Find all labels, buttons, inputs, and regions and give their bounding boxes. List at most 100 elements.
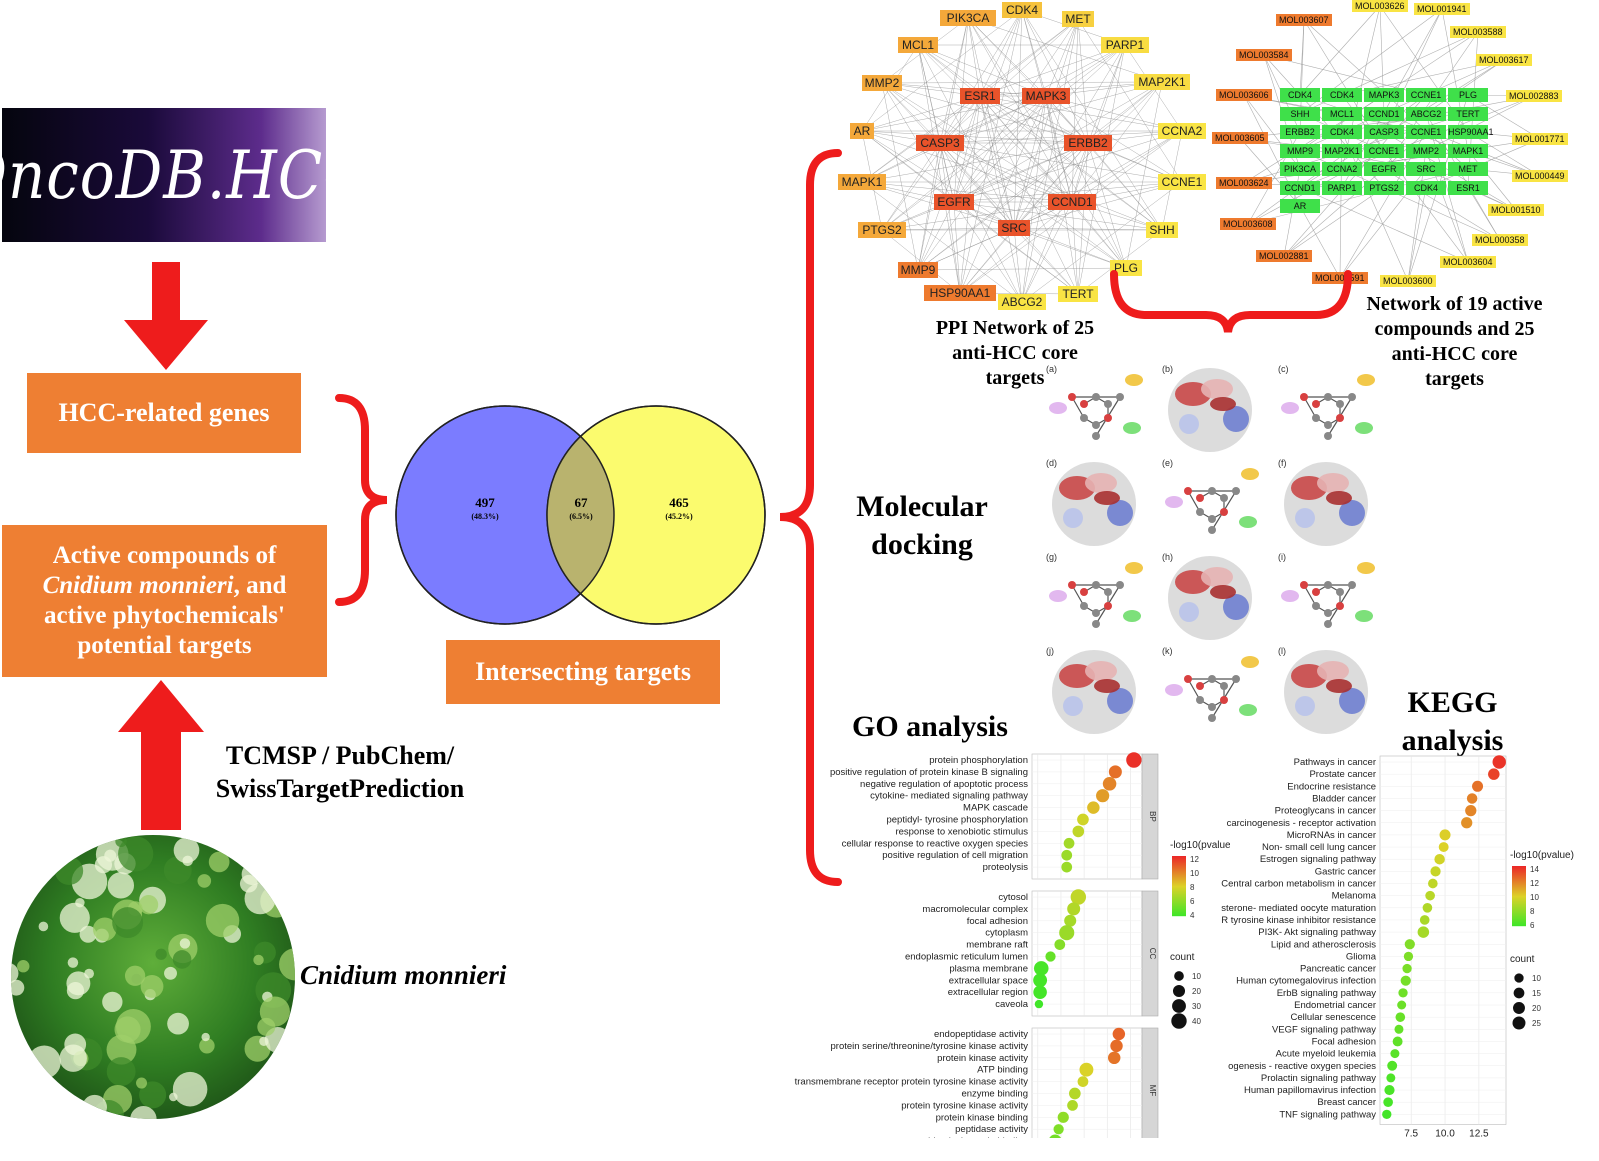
molecule-node-mol001771: MOL001771 <box>1512 133 1568 145</box>
molecule-node-mol003607: MOL003607 <box>1276 14 1332 26</box>
target-node-mapk1: MAPK1 <box>1448 143 1488 158</box>
go-term-label: ATP binding <box>977 1065 1028 1076</box>
ppi-edge <box>967 17 1089 144</box>
kegg-point <box>1492 755 1506 769</box>
go-point <box>1069 1087 1081 1100</box>
ppi-edge <box>939 130 1183 144</box>
kegg-point <box>1428 878 1438 889</box>
ppi-node-ccnd1: CCND1 <box>1048 194 1096 210</box>
go-facet-strip <box>1141 890 1159 1017</box>
kegg-term-label: Central carbon metabolism in cancer <box>1221 879 1376 890</box>
ppi-edge <box>1013 18 1079 229</box>
protein-surface <box>1168 556 1252 640</box>
target-node-cdk4: CDK4 <box>1322 125 1362 139</box>
logo-text: OncoDB.HCC <box>0 135 369 215</box>
plant-image <box>11 835 295 1119</box>
ppi-edge <box>953 142 1089 203</box>
ppi-edge <box>1045 44 1126 97</box>
target-node-met: MET <box>1448 162 1488 176</box>
ppi-edge <box>967 17 1047 97</box>
docking-panel-label: (a) <box>1046 364 1057 374</box>
ppi-edge <box>967 17 1073 203</box>
kegg-point <box>1404 939 1415 950</box>
target-node-mmp9: MMP9 <box>1280 143 1320 158</box>
venn-left-count: 497 <box>475 495 495 510</box>
ppi-edge <box>1071 44 1126 203</box>
plant-flower <box>259 852 279 873</box>
kegg-point <box>1392 1036 1403 1047</box>
target-node-ccna2: CCNA2 <box>1322 162 1362 176</box>
ppi-edge <box>967 17 981 97</box>
ppi-edge <box>917 81 1163 271</box>
plant-flower <box>106 1057 136 1086</box>
ppi-edge <box>917 44 1047 97</box>
kegg-term-label: Prostate cancer <box>1309 769 1376 780</box>
go-legend-tick: 8 <box>1190 883 1195 892</box>
ppi-edge <box>953 95 1047 203</box>
docking-title-line1: Molecular <box>856 490 988 523</box>
go-term-label: extracellular space <box>949 975 1028 986</box>
kegg-count-tick: 20 <box>1532 1004 1541 1013</box>
compound-edge <box>1339 113 1343 279</box>
compound-edge <box>1299 5 1381 96</box>
ppi-node-erbb2: ERBB2 <box>1064 135 1112 151</box>
go-term-label: membrane raft <box>966 940 1028 951</box>
molecule-node-mol002883: MOL002883 <box>1506 90 1562 102</box>
ppi-edge <box>953 201 1023 303</box>
target-node-pik3ca: PIK3CA <box>1280 162 1320 176</box>
molecule-node-mol003584: MOL003584 <box>1236 49 1292 61</box>
ppi-edge <box>979 95 1073 203</box>
ppi-edge <box>959 130 1183 294</box>
compound-edge <box>1239 137 1301 207</box>
kegg-count-swatch <box>1512 1016 1526 1030</box>
ppi-edge <box>1045 95 1163 231</box>
go-term-label: MAPK cascade <box>963 803 1028 814</box>
ppi-edge <box>1021 9 1163 231</box>
molecule-node-mol003626: MOL003626 <box>1352 0 1408 12</box>
ppi-edge <box>1013 227 1079 295</box>
plant-flower <box>115 1009 151 1044</box>
go-point <box>1067 1100 1078 1111</box>
plant-flower <box>82 1094 107 1119</box>
ppi-edge <box>881 95 981 231</box>
kegg-term-label: Non- small cell lung cancer <box>1262 842 1376 853</box>
ppi-edge <box>881 201 1073 231</box>
database-line1: TCMSP / PubChem/ <box>225 741 455 770</box>
ppi-edge <box>917 44 1163 231</box>
ppi-edge <box>1045 18 1079 97</box>
go-point <box>1102 777 1117 791</box>
plant-flower <box>94 856 113 874</box>
target-node-shh: SHH <box>1280 106 1320 121</box>
ppi-edge <box>861 181 1073 203</box>
ppi-edge <box>1021 181 1183 303</box>
kegg-count-tick: 10 <box>1532 974 1541 983</box>
plant-flower <box>59 1044 87 1072</box>
go-term-label: enzyme binding <box>961 1089 1028 1100</box>
kegg-point <box>1386 1073 1396 1083</box>
docking-panel-label: (c) <box>1278 364 1289 374</box>
go-facet-strip <box>1141 753 1159 880</box>
database-line2: SwissTargetPrediction <box>215 773 465 803</box>
kegg-legend-tick: 12 <box>1530 879 1539 888</box>
go-term-label: transmembrane receptor protein tyrosine … <box>795 1077 1029 1088</box>
target-node-ccnd1: CCND1 <box>1280 180 1320 195</box>
ppi-edge <box>917 201 955 271</box>
ppi-edge <box>1013 95 1047 229</box>
ligand-2d <box>1165 656 1259 722</box>
ppi-edge <box>959 227 1015 294</box>
kegg-term-label: Proteoglycans in cancer <box>1275 806 1376 817</box>
plant-label: Cnidium monnieri <box>300 960 507 990</box>
venn-middle-count: 67 <box>575 495 589 510</box>
go-point <box>1079 1062 1094 1077</box>
ppi-edge <box>1087 142 1163 231</box>
ppi-edge <box>1071 201 1127 269</box>
docking-grid: (a)(b)(c)(d)(e)(f)(g)(h)(i)(j)(k)(l) <box>1044 364 1394 740</box>
docking-panel-label: (e) <box>1162 458 1173 468</box>
go-point <box>1096 789 1110 803</box>
go-point <box>1107 1051 1121 1065</box>
plant-flower <box>66 971 91 996</box>
right-bracket <box>779 149 842 886</box>
ppi-edge <box>1013 227 1163 231</box>
compound-edge <box>1341 94 1469 263</box>
